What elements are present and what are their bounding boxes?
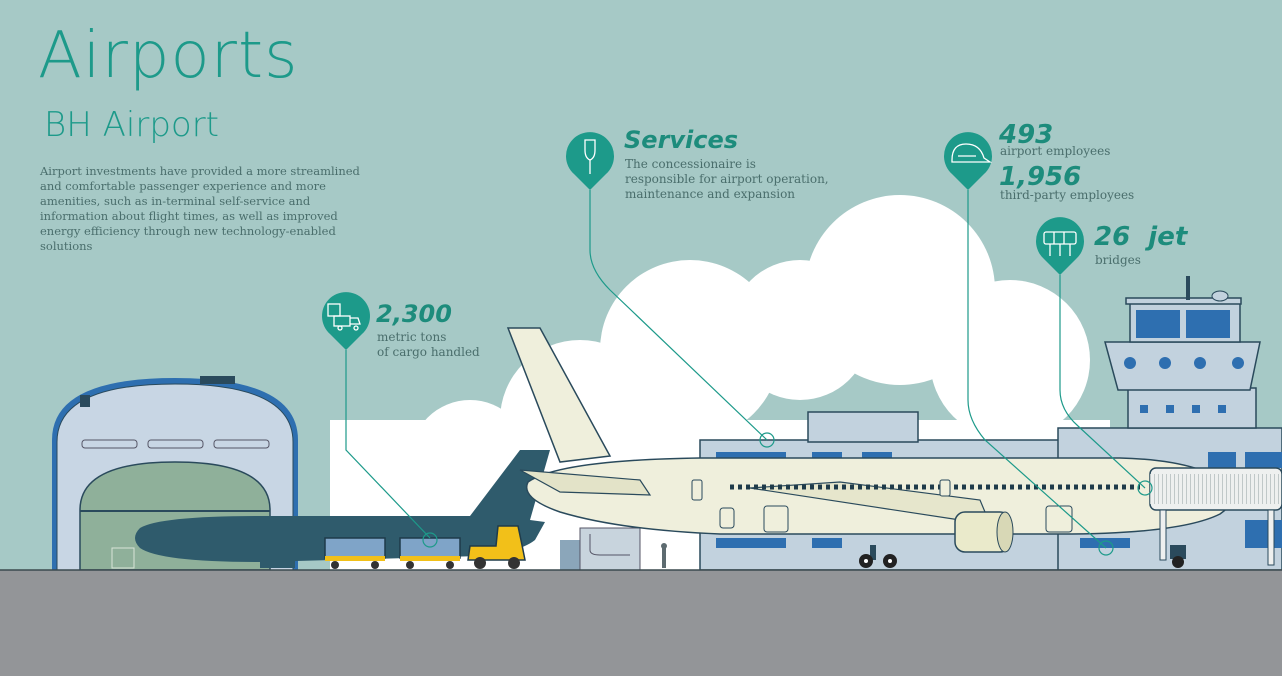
shovel-icon [584,139,596,174]
control-tower [1104,276,1261,429]
cargo-label-line1: metric tons [377,330,447,344]
cargo-label-line2: of cargo handled [377,345,480,359]
intro-paragraph: Airport investments have provided a more… [40,164,360,253]
bridges-marker [1036,217,1084,275]
ground [0,570,1282,676]
employees-value: 493 [999,120,1054,150]
jet-bridge-icon [1043,231,1077,256]
services-marker [566,132,614,190]
cargo-marker [322,292,370,350]
page-subtitle: BH Airport [44,105,220,145]
callout-lines [345,190,1153,556]
ground-equipment [560,527,667,571]
passenger-aircraft [506,327,1235,568]
cargo-plane [135,450,550,568]
employees-marker [944,132,993,190]
cargo-carts [324,525,526,569]
services-line3: maintenance and expansion [625,187,796,201]
third-party-value: 1,956 [999,162,1082,192]
third-party-label: third-party employees [1000,188,1135,202]
cap-icon [951,143,993,163]
jet-bridge [1149,467,1282,568]
services-line2: responsible for airport operation, [625,172,829,186]
bridges-label: bridges [1095,253,1141,267]
services-heading: Services [624,126,739,154]
cargo-truck-icon [327,303,361,331]
cargo-value: 2,300 [376,300,452,328]
services-line1: The concessionaire is [625,157,756,171]
page-title: Airports [38,19,299,93]
employees-label: airport employees [1000,144,1111,158]
bridges-value: 26 jet [1094,222,1188,252]
